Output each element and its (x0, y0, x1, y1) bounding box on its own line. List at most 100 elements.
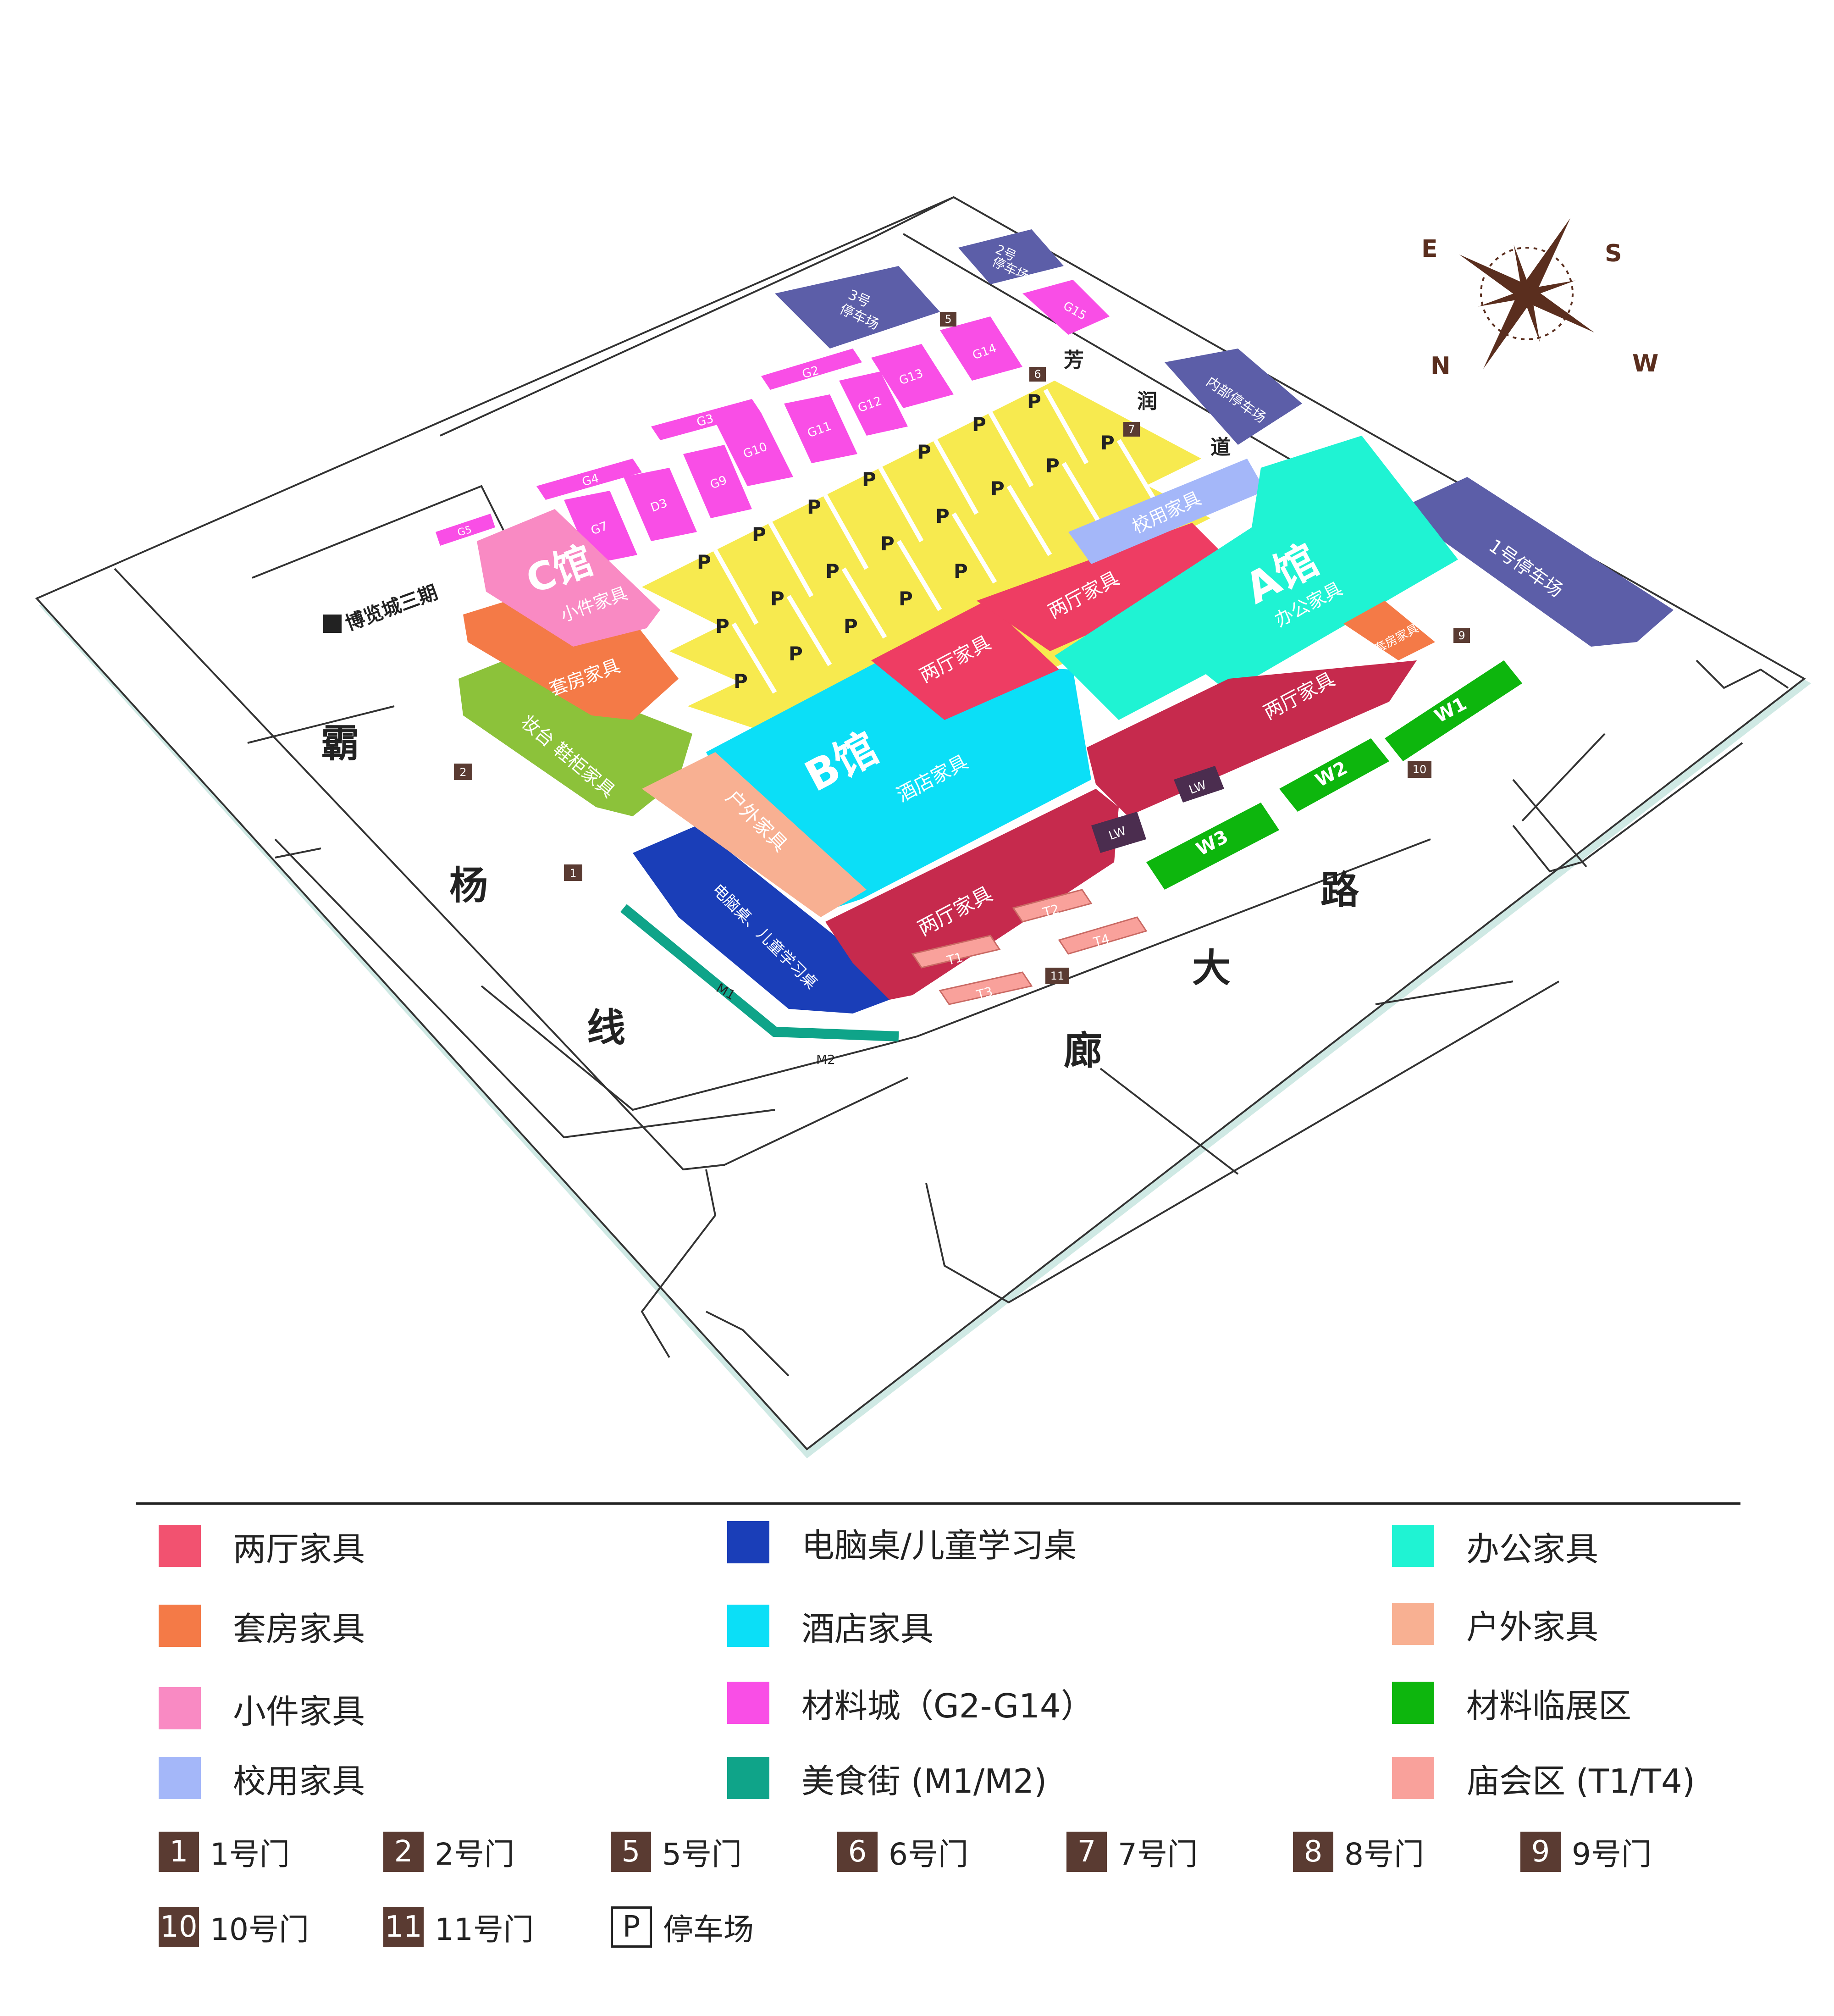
gate-10[interactable] (1408, 761, 1431, 778)
lot-G2[interactable] (761, 349, 862, 390)
legend-label: 小件家具 (233, 1692, 365, 1731)
legend-gate-label: 2号门 (435, 1837, 514, 1872)
lot-T2[interactable] (1012, 889, 1093, 923)
legend-item: 美食街 (M1/M2) (727, 1755, 1047, 1801)
parking-symbol: P (752, 523, 766, 546)
parking-symbol: P (807, 496, 821, 518)
zone-outdoor[interactable] (642, 752, 867, 917)
gate-6-label: 6 (1034, 368, 1041, 381)
logo-icon (323, 615, 342, 633)
lw-1[interactable] (1174, 766, 1224, 803)
legend-gate-label: 10号门 (210, 1912, 309, 1947)
lot-W1[interactable] (1385, 660, 1522, 761)
parking-symbol: P (954, 560, 968, 582)
parking-symbol: P (1100, 432, 1115, 454)
gates: 2 1 5 6 7 9 10 11 (454, 312, 1470, 984)
gate-7[interactable] (1123, 422, 1140, 437)
lw-2[interactable] (1091, 812, 1146, 853)
gate-7-label: 7 (1128, 423, 1135, 436)
road-langda-1: 廊 (1064, 1028, 1102, 1073)
gate-1[interactable] (564, 864, 582, 881)
parking-lot-inner[interactable] (1165, 349, 1302, 445)
parking-symbol: P (917, 441, 931, 463)
gate-11[interactable] (1045, 968, 1069, 984)
lot-T3[interactable] (939, 971, 1033, 1005)
gate-6[interactable] (1029, 367, 1046, 382)
parking-symbol: P (734, 670, 748, 692)
zone-computer[interactable] (633, 825, 889, 1014)
legend-gate-label: 9号门 (1572, 1837, 1652, 1872)
compass-w: W (1632, 350, 1658, 377)
lot-T1[interactable] (911, 935, 1001, 969)
parking-symbol: P (825, 560, 840, 582)
zone-living-s[interactable] (825, 789, 1119, 1000)
legend-parking-box: P (611, 1906, 652, 1948)
legend-gate-box: 6 (837, 1832, 878, 1872)
legend-label: 酒店家具 (801, 1609, 934, 1648)
legend-label: 户外家具 (1466, 1607, 1599, 1646)
legend-label: 庙会区 (T1/T4) (1466, 1761, 1695, 1800)
gate-9-label: 9 (1458, 629, 1465, 642)
legend-label: 材料城（G2-G14） (801, 1686, 1094, 1725)
legend-gate: 6 6号门 (837, 1831, 968, 1872)
legend-label: 美食街 (M1/M2) (801, 1761, 1047, 1800)
parking-symbol: P (899, 587, 913, 610)
lot-D3[interactable] (624, 468, 697, 541)
lot-G15[interactable] (1022, 280, 1110, 335)
gate-11-label: 11 (1050, 969, 1065, 982)
lot-G14[interactable] (940, 316, 1022, 381)
zone-school[interactable] (1068, 459, 1265, 564)
zone-bedroom-e[interactable] (1343, 601, 1435, 660)
legend-gate-label: 6号门 (889, 1837, 968, 1872)
gate-5[interactable] (940, 312, 956, 327)
zone-dresser[interactable] (458, 660, 692, 816)
legend-gate-box: 1 (159, 1832, 199, 1872)
lot-G3[interactable] (651, 399, 761, 440)
food-street[interactable] (620, 904, 899, 1041)
gate-5-label: 5 (945, 313, 951, 326)
parking-symbol: P (972, 413, 986, 436)
parking-lot-2[interactable] (958, 229, 1064, 284)
legend-gate: 2 2号门 (383, 1831, 514, 1872)
gate-1-label: 1 (569, 867, 576, 880)
road-fangrun-3: 道 (1210, 436, 1231, 459)
parking-symbol: P (935, 505, 950, 527)
parking-lot-1[interactable] (1398, 477, 1674, 647)
lot-G7[interactable] (564, 491, 637, 564)
legend-swatch (159, 1525, 201, 1567)
parking-symbol: P (880, 532, 895, 555)
legend-label: 办公家具 (1466, 1529, 1599, 1568)
road-names: 霸 杨 线 廊 大 路 芳 润 道 (321, 349, 1359, 1073)
lot-G10[interactable] (715, 413, 793, 486)
lot-T4[interactable] (1058, 916, 1148, 955)
hall-c[interactable] (477, 509, 660, 647)
zone-living-a2[interactable] (977, 523, 1238, 651)
lot-W2[interactable] (1279, 738, 1389, 812)
lot-W3[interactable] (1146, 803, 1279, 890)
parking-symbol: P (990, 477, 1005, 500)
legend-label: 材料临展区 (1466, 1686, 1632, 1725)
parking-lot-3[interactable] (775, 266, 940, 349)
legend-gate-box: 5 (611, 1832, 651, 1872)
parking-symbol: P (1045, 454, 1060, 477)
legend-gate-box: 7 (1066, 1832, 1107, 1872)
legend-item: 材料临展区 (1392, 1680, 1631, 1726)
hall-a[interactable] (1055, 436, 1458, 720)
lot-G13[interactable] (871, 344, 954, 408)
lot-G4[interactable] (536, 459, 642, 500)
legend-item: 小件家具 (159, 1685, 365, 1731)
legend-label: 两厅家具 (233, 1529, 365, 1568)
lot-G11[interactable] (784, 394, 857, 463)
legend-item: 电脑桌/儿童学习桌 (727, 1519, 1077, 1565)
gate-2-label: 2 (459, 766, 466, 779)
zone-living-e[interactable] (1087, 660, 1417, 816)
lot-G12[interactable] (839, 371, 908, 436)
compass-e: E (1421, 235, 1438, 263)
parking-symbol: P (1027, 390, 1041, 413)
road-fangrun-2: 润 (1137, 390, 1157, 413)
gate-9[interactable] (1453, 628, 1470, 643)
zone-living-a1[interactable] (871, 601, 1059, 720)
lot-G9[interactable] (683, 445, 752, 518)
lot-G5[interactable] (436, 514, 495, 546)
gate-2[interactable] (454, 764, 472, 780)
